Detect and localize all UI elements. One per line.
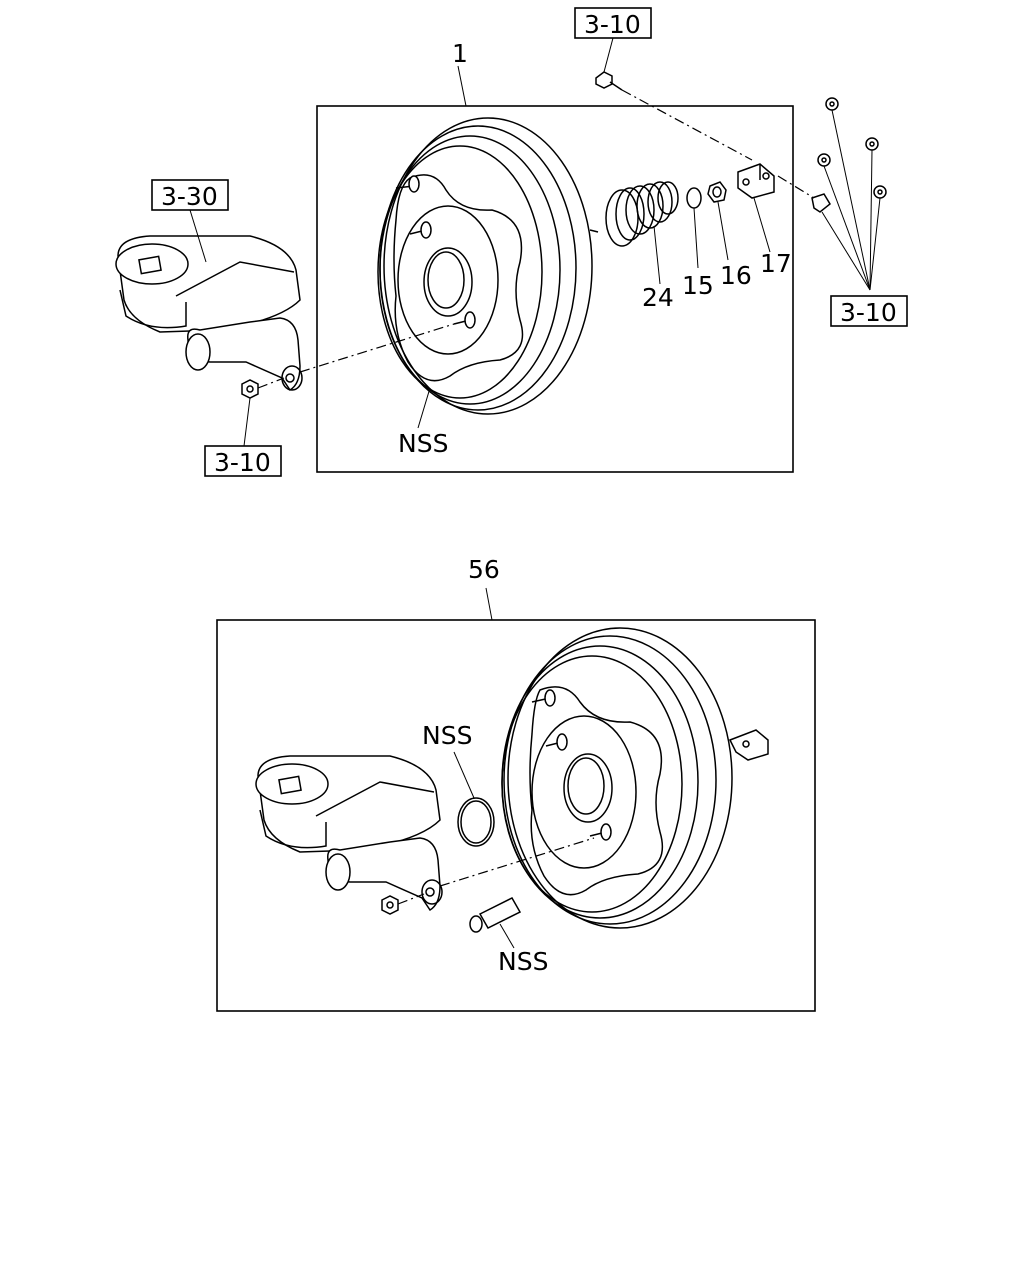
top-panel-frame — [316, 105, 794, 473]
washers-right — [811, 97, 887, 213]
ref-top-3-10: 3-10 — [584, 10, 641, 39]
bottom-panel-frame — [216, 619, 816, 1012]
label-16: 16 — [720, 261, 752, 290]
top-panel: 1 — [115, 7, 908, 477]
label-nss-oring: NSS — [422, 721, 472, 750]
brake-booster-bottom — [501, 627, 769, 929]
nut-left-top — [241, 379, 259, 399]
label-nss-tube: NSS — [498, 947, 548, 976]
ref-right-3-10: 3-10 — [840, 298, 897, 327]
clevis-17 — [737, 163, 775, 199]
label-15: 15 — [682, 271, 714, 300]
ref-nut-3-10: 3-10 — [214, 448, 271, 477]
assembly-label-56: 56 — [468, 555, 500, 584]
ring-15 — [686, 187, 702, 209]
master-cylinder-bottom — [255, 755, 443, 912]
boot-24 — [605, 181, 679, 247]
brake-booster-top — [377, 117, 599, 415]
nut-16 — [707, 181, 727, 203]
clevis-pin-top — [595, 71, 623, 91]
ref-box-nut — [204, 445, 282, 477]
grease-tube — [469, 897, 522, 933]
label-24: 24 — [642, 283, 674, 312]
label-17: 17 — [760, 249, 792, 278]
o-ring — [457, 797, 495, 847]
ref-master-cylinder-3-30: 3-30 — [161, 182, 218, 211]
nut-left-bottom — [381, 895, 399, 915]
bottom-panel: 56 NSS — [216, 555, 816, 1012]
ref-box-right — [830, 295, 908, 327]
assembly-label-1: 1 — [452, 39, 468, 68]
master-cylinder-top — [115, 235, 303, 392]
label-nss-top: NSS — [398, 429, 448, 458]
